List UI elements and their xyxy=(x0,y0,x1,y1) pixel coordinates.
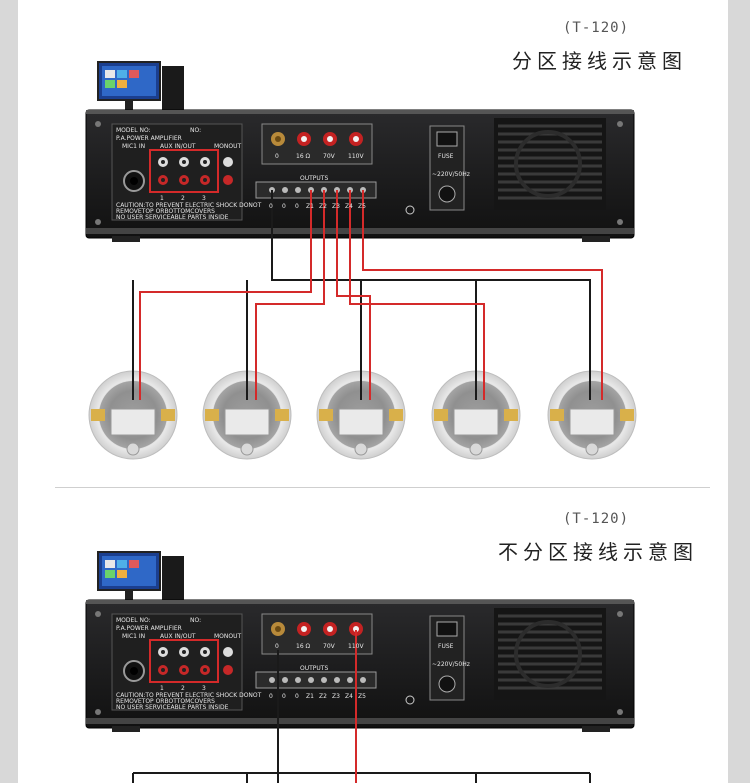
diagram-title-zoned: 分区接线示意图 xyxy=(512,49,687,73)
channel-num-2: 2 xyxy=(181,195,185,202)
aux-label: AUX IN/OUT xyxy=(160,633,196,640)
screw-label-z4: Z4 xyxy=(345,203,353,210)
fuse-label: FUSE xyxy=(438,153,454,160)
plate-name: P.A.POWER AMPLIFIER xyxy=(116,625,182,632)
model-number-2: (T-120) xyxy=(563,511,630,527)
monout-label: MONOUT xyxy=(214,143,242,150)
channel-num-3: 3 xyxy=(202,685,206,692)
terminal-label-16ohm: 16 Ω xyxy=(296,643,311,650)
screw-label-2: 0 xyxy=(282,203,286,210)
screw-label-z2: Z2 xyxy=(319,693,327,700)
screw-label-z5: Z5 xyxy=(358,203,366,210)
channel-num-2: 2 xyxy=(181,685,185,692)
channel-num-1: 1 xyxy=(160,685,164,692)
power-label: ~220V/50Hz xyxy=(432,171,470,178)
screw-label-2: 0 xyxy=(282,693,286,700)
caution-line-1: CAUTION:TO PREVENT ELECTRIC SHOCK DONOT xyxy=(116,202,262,209)
diagram-title-unzoned: 不分区接线示意图 xyxy=(498,540,698,564)
model-number-1: (T-120) xyxy=(563,20,630,36)
terminal-label-110v: 110V xyxy=(348,153,364,160)
section-divider xyxy=(55,487,710,488)
power-label: ~220V/50Hz xyxy=(432,661,470,668)
terminal-label-70v: 70V xyxy=(323,153,336,160)
outputs-label: OUTPUTS xyxy=(300,665,328,672)
screw-label-3: 0 xyxy=(295,693,299,700)
outputs-label: OUTPUTS xyxy=(300,175,328,182)
screw-label-z3: Z3 xyxy=(332,203,340,210)
screw-label-1: 0 xyxy=(269,693,273,700)
caution-line-2: REMOVETOP ORBOTTOMCOVERS xyxy=(116,698,215,705)
terminal-label-0: 0 xyxy=(275,153,279,160)
screw-label-z4: Z4 xyxy=(345,693,353,700)
monout-label: MONOUT xyxy=(214,633,242,640)
screw-label-z1: Z1 xyxy=(306,693,314,700)
caution-line-3: NO USER SERVICEABLE PARTS INSIDE xyxy=(116,704,229,711)
caution-line-3: NO USER SERVICEABLE PARTS INSIDE xyxy=(116,214,229,221)
plate-no: NO: xyxy=(190,617,201,624)
terminal-label-16ohm: 16 Ω xyxy=(296,153,311,160)
mic-label: MIC1 IN xyxy=(122,633,145,640)
terminal-label-70v: 70V xyxy=(323,643,336,650)
plate-no: NO: xyxy=(190,127,201,134)
right-border xyxy=(728,0,750,783)
plate-name: P.A.POWER AMPLIFIER xyxy=(116,135,182,142)
terminal-label-110v: 110V xyxy=(348,643,364,650)
screw-label-z3: Z3 xyxy=(332,693,340,700)
speaker-row-zoned xyxy=(88,370,637,460)
amp-labels-zoned: MODEL NO: P.A.POWER AMPLIFIER NO: MIC1 I… xyxy=(116,127,470,221)
left-border xyxy=(0,0,18,783)
aux-label: AUX IN/OUT xyxy=(160,143,196,150)
wires-zoned xyxy=(132,190,603,400)
wires-unzoned xyxy=(132,630,591,783)
channel-num-3: 3 xyxy=(202,195,206,202)
caution-line-1: CAUTION:TO PREVENT ELECTRIC SHOCK DONOT xyxy=(116,692,262,699)
screw-label-1: 0 xyxy=(269,203,273,210)
screw-label-z1: Z1 xyxy=(306,203,314,210)
screw-label-z2: Z2 xyxy=(319,203,327,210)
channel-num-1: 1 xyxy=(160,195,164,202)
screw-label-z5: Z5 xyxy=(358,693,366,700)
screw-label-3: 0 xyxy=(295,203,299,210)
fuse-label: FUSE xyxy=(438,643,454,650)
speaker-5 xyxy=(547,370,637,460)
mic-label: MIC1 IN xyxy=(122,143,145,150)
plate-model: MODEL NO: xyxy=(116,617,151,624)
terminal-label-0: 0 xyxy=(275,643,279,650)
caution-line-2: REMOVETOP ORBOTTOMCOVERS xyxy=(116,208,215,215)
plate-model: MODEL NO: xyxy=(116,127,151,134)
amp-labels-unzoned: MODEL NO: P.A.POWER AMPLIFIER NO: MIC1 I… xyxy=(116,617,470,711)
